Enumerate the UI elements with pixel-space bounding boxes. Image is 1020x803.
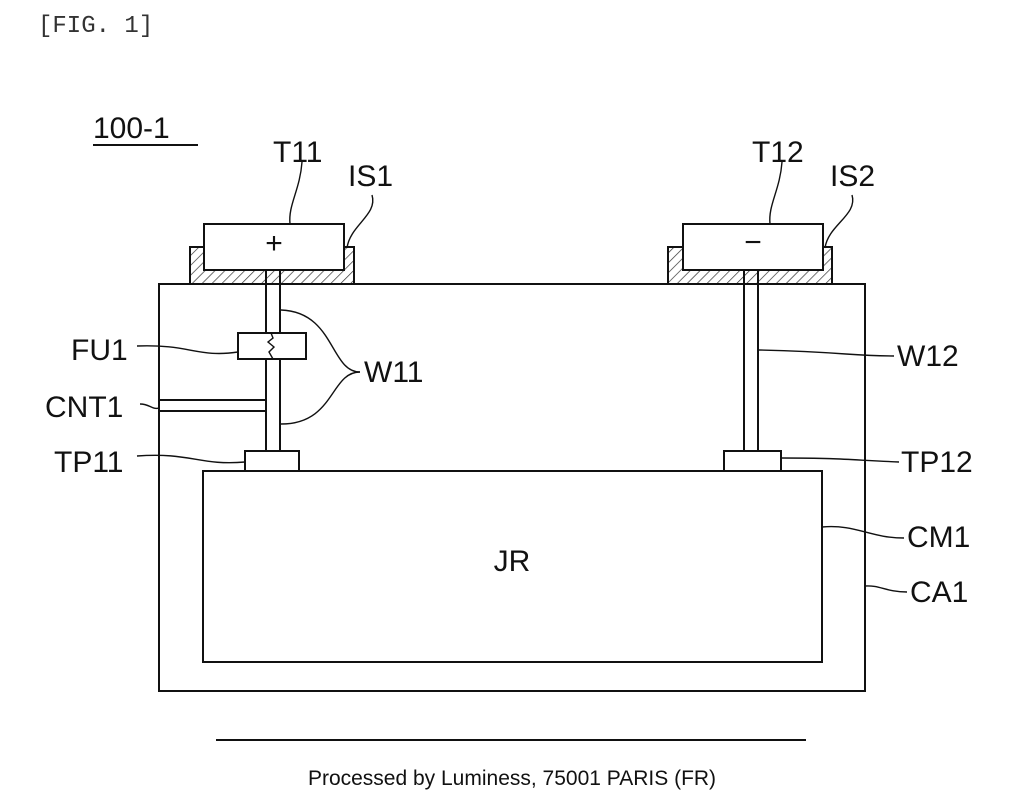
label-ca1: CA1 bbox=[910, 576, 968, 609]
reference-numeral: 100-1 bbox=[93, 112, 170, 145]
leader-is2 bbox=[825, 195, 853, 248]
leader-is1 bbox=[347, 195, 373, 248]
label-is2: IS2 bbox=[830, 160, 875, 193]
leader-t11 bbox=[290, 162, 302, 224]
positive-symbol: + bbox=[265, 227, 283, 260]
label-cnt1: CNT1 bbox=[45, 391, 123, 424]
tab-tp12 bbox=[724, 451, 781, 471]
label-tp11: TP11 bbox=[54, 446, 123, 479]
negative-symbol: − bbox=[744, 226, 762, 259]
jelly-roll-label: JR bbox=[494, 545, 531, 578]
label-tp12: TP12 bbox=[901, 446, 973, 479]
label-is1: IS1 bbox=[348, 160, 393, 193]
tab-tp11 bbox=[245, 451, 299, 471]
label-t12: T12 bbox=[752, 136, 804, 169]
leader-cnt1 bbox=[140, 404, 159, 408]
label-w11: W11 bbox=[364, 356, 423, 389]
leader-ca1 bbox=[865, 586, 907, 592]
leader-t12 bbox=[770, 162, 782, 224]
figure-header: [FIG. 1] bbox=[38, 13, 153, 40]
label-fu1: FU1 bbox=[71, 334, 128, 367]
label-t11: T11 bbox=[273, 136, 322, 169]
label-cm1: CM1 bbox=[907, 521, 970, 554]
label-w12: W12 bbox=[897, 340, 959, 373]
footer-text: Processed by Luminess, 75001 PARIS (FR) bbox=[308, 767, 716, 790]
